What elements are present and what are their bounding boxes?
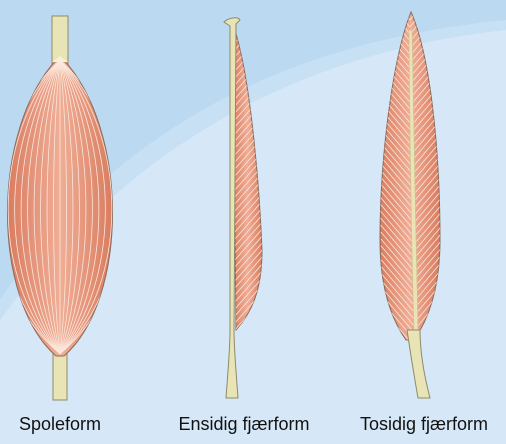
- caption-unipennate: Ensidig fjærform: [178, 413, 309, 435]
- bipennate-muscle: [376, 0, 451, 398]
- bipennate-tendon-bottom: [407, 330, 430, 398]
- caption-spindle: Spoleform: [19, 413, 101, 435]
- caption-bipennate: Tosidig fjærform: [360, 413, 488, 435]
